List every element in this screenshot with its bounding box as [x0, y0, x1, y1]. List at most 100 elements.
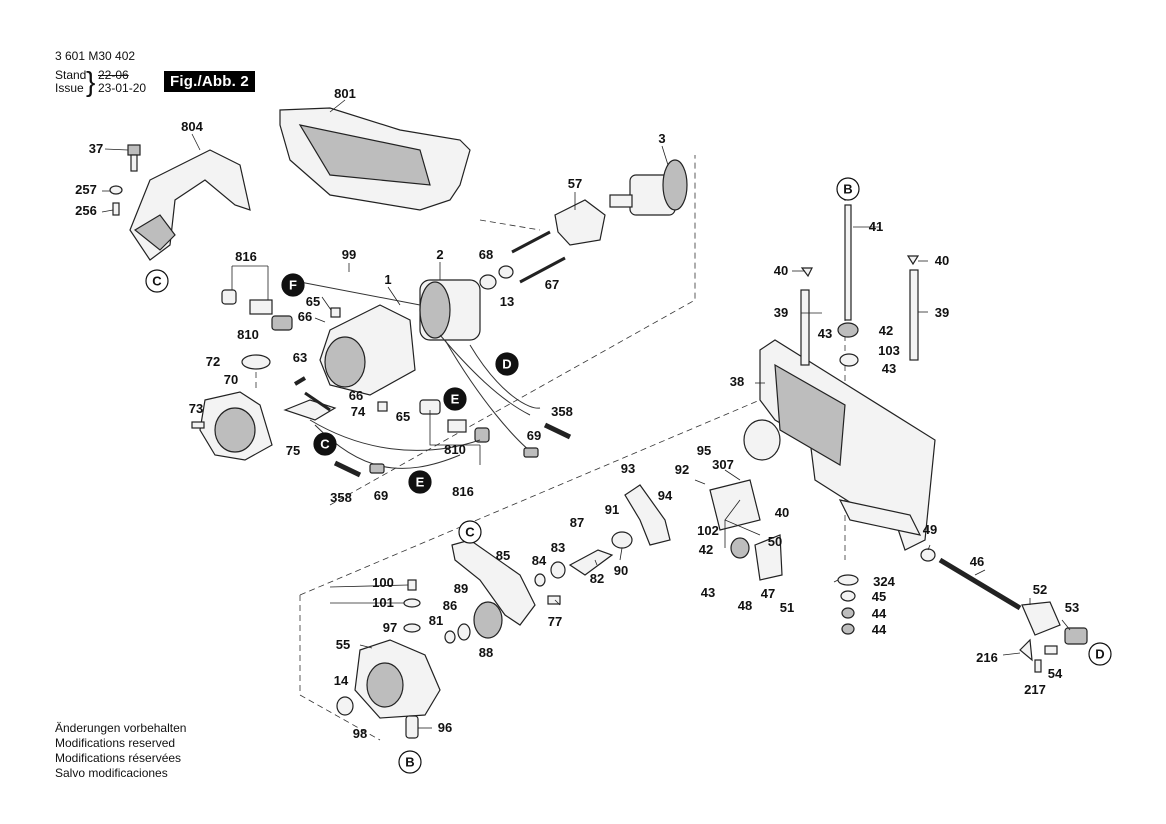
callout-letter: D: [1095, 647, 1104, 662]
part-label: 101: [372, 595, 394, 610]
document-number: 3 601 M30 402: [55, 49, 136, 63]
part-label: 1: [384, 272, 391, 287]
part-label: 81: [429, 613, 443, 628]
cap-816-e: [474, 427, 490, 443]
part-label: 37: [89, 141, 103, 156]
part-label: 52: [1033, 582, 1047, 597]
fan-cover: [199, 391, 273, 461]
callout-letter: B: [405, 755, 414, 770]
part-label: 88: [479, 645, 493, 660]
brush-810-e: [447, 419, 467, 433]
screw-217: [1034, 659, 1042, 673]
part-label: 69: [527, 428, 541, 443]
part-label: 217: [1024, 682, 1046, 697]
spring-216: [1019, 638, 1033, 662]
knob-53: [1064, 627, 1088, 645]
part-label: 40: [775, 505, 789, 520]
part-label: 82: [590, 571, 604, 586]
note-fr: Modifications réservées: [55, 751, 182, 765]
washer-72: [241, 354, 271, 370]
part-label: 45: [872, 589, 886, 604]
part-label: 46: [970, 554, 984, 569]
handwheel-bracket-52: [1021, 601, 1061, 636]
part-label: 93: [621, 461, 635, 476]
part-label: 216: [976, 650, 998, 665]
part-label: 51: [780, 600, 794, 615]
part-label: 50: [768, 534, 782, 549]
part-label: 84: [532, 553, 547, 568]
part-label: 73: [189, 401, 203, 416]
note-en: Modifications reserved: [55, 736, 176, 750]
part-label: 40: [935, 253, 949, 268]
lever-93: [624, 484, 671, 546]
part-label: 810: [237, 327, 259, 342]
part-label: 816: [235, 249, 257, 264]
washer-49: [920, 548, 936, 562]
modification-notes: Änderungen vorbehalten Modifications res…: [55, 721, 186, 781]
part-label: 72: [206, 354, 220, 369]
screw-256: [112, 202, 120, 216]
part-label: 13: [500, 294, 514, 309]
shaft-46: [938, 557, 1022, 611]
gear-42-lower: [730, 537, 750, 559]
blade-cover: [279, 107, 471, 211]
part-label: 43: [882, 361, 896, 376]
part-label: 42: [879, 323, 893, 338]
baffle-plate: [554, 199, 606, 246]
part-label: 97: [383, 620, 397, 635]
part-label: 91: [605, 502, 619, 517]
part-label: 804: [181, 119, 203, 134]
part-label: 43: [701, 585, 715, 600]
part-label: 39: [935, 305, 949, 320]
column-39-left: [800, 289, 810, 366]
cap-816: [221, 289, 237, 305]
callout-circle: F: [281, 273, 305, 297]
column-39-right: [909, 269, 919, 361]
part-label: 98: [353, 726, 367, 741]
part-label: 44: [872, 606, 887, 621]
nut-257: [109, 185, 123, 195]
part-label: 810: [444, 442, 466, 457]
bearing-86: [457, 623, 471, 641]
spring-63: [293, 376, 307, 386]
callout-circle: C: [313, 432, 337, 456]
part-label: 83: [551, 540, 565, 555]
issue-date: 23-01-20: [98, 81, 147, 95]
motor-armature: [609, 159, 688, 216]
brush-65-top: [330, 307, 341, 318]
part-label: 85: [496, 548, 510, 563]
screw-54: [1044, 645, 1058, 655]
callout-letter: C: [320, 437, 330, 452]
screw-37: [127, 144, 141, 172]
clip-40-right: [906, 255, 920, 266]
clip-40: [800, 267, 813, 278]
part-label: 54: [1048, 666, 1063, 681]
bearing-14: [336, 696, 354, 716]
part-label: 67: [545, 277, 559, 292]
sleeve-69: [369, 463, 385, 474]
part-label: 41: [869, 219, 883, 234]
callout-circle: B: [836, 177, 860, 201]
part-label: 63: [293, 350, 307, 365]
threaded-rod-41: [844, 204, 852, 321]
part-label: 87: [570, 515, 584, 530]
stand-date: 22-06: [98, 68, 129, 82]
part-label: 324: [873, 574, 895, 589]
washer-13: [498, 265, 514, 279]
callout-letter: E: [416, 475, 425, 490]
part-label: 53: [1065, 600, 1079, 615]
callout-circle: E: [408, 470, 432, 494]
part-label: 49: [923, 522, 937, 537]
part-label: 95: [697, 443, 711, 458]
callout-letter: D: [502, 357, 511, 372]
part-label: 307: [712, 457, 734, 472]
part-label: 358: [551, 404, 573, 419]
nut-44-a: [841, 607, 855, 619]
part-label: 43: [818, 326, 832, 341]
brush-810: [249, 299, 273, 315]
part-label: 3: [658, 131, 665, 146]
part-label: 96: [438, 720, 452, 735]
bracket-50: [754, 534, 783, 581]
part-label: 44: [872, 622, 887, 637]
